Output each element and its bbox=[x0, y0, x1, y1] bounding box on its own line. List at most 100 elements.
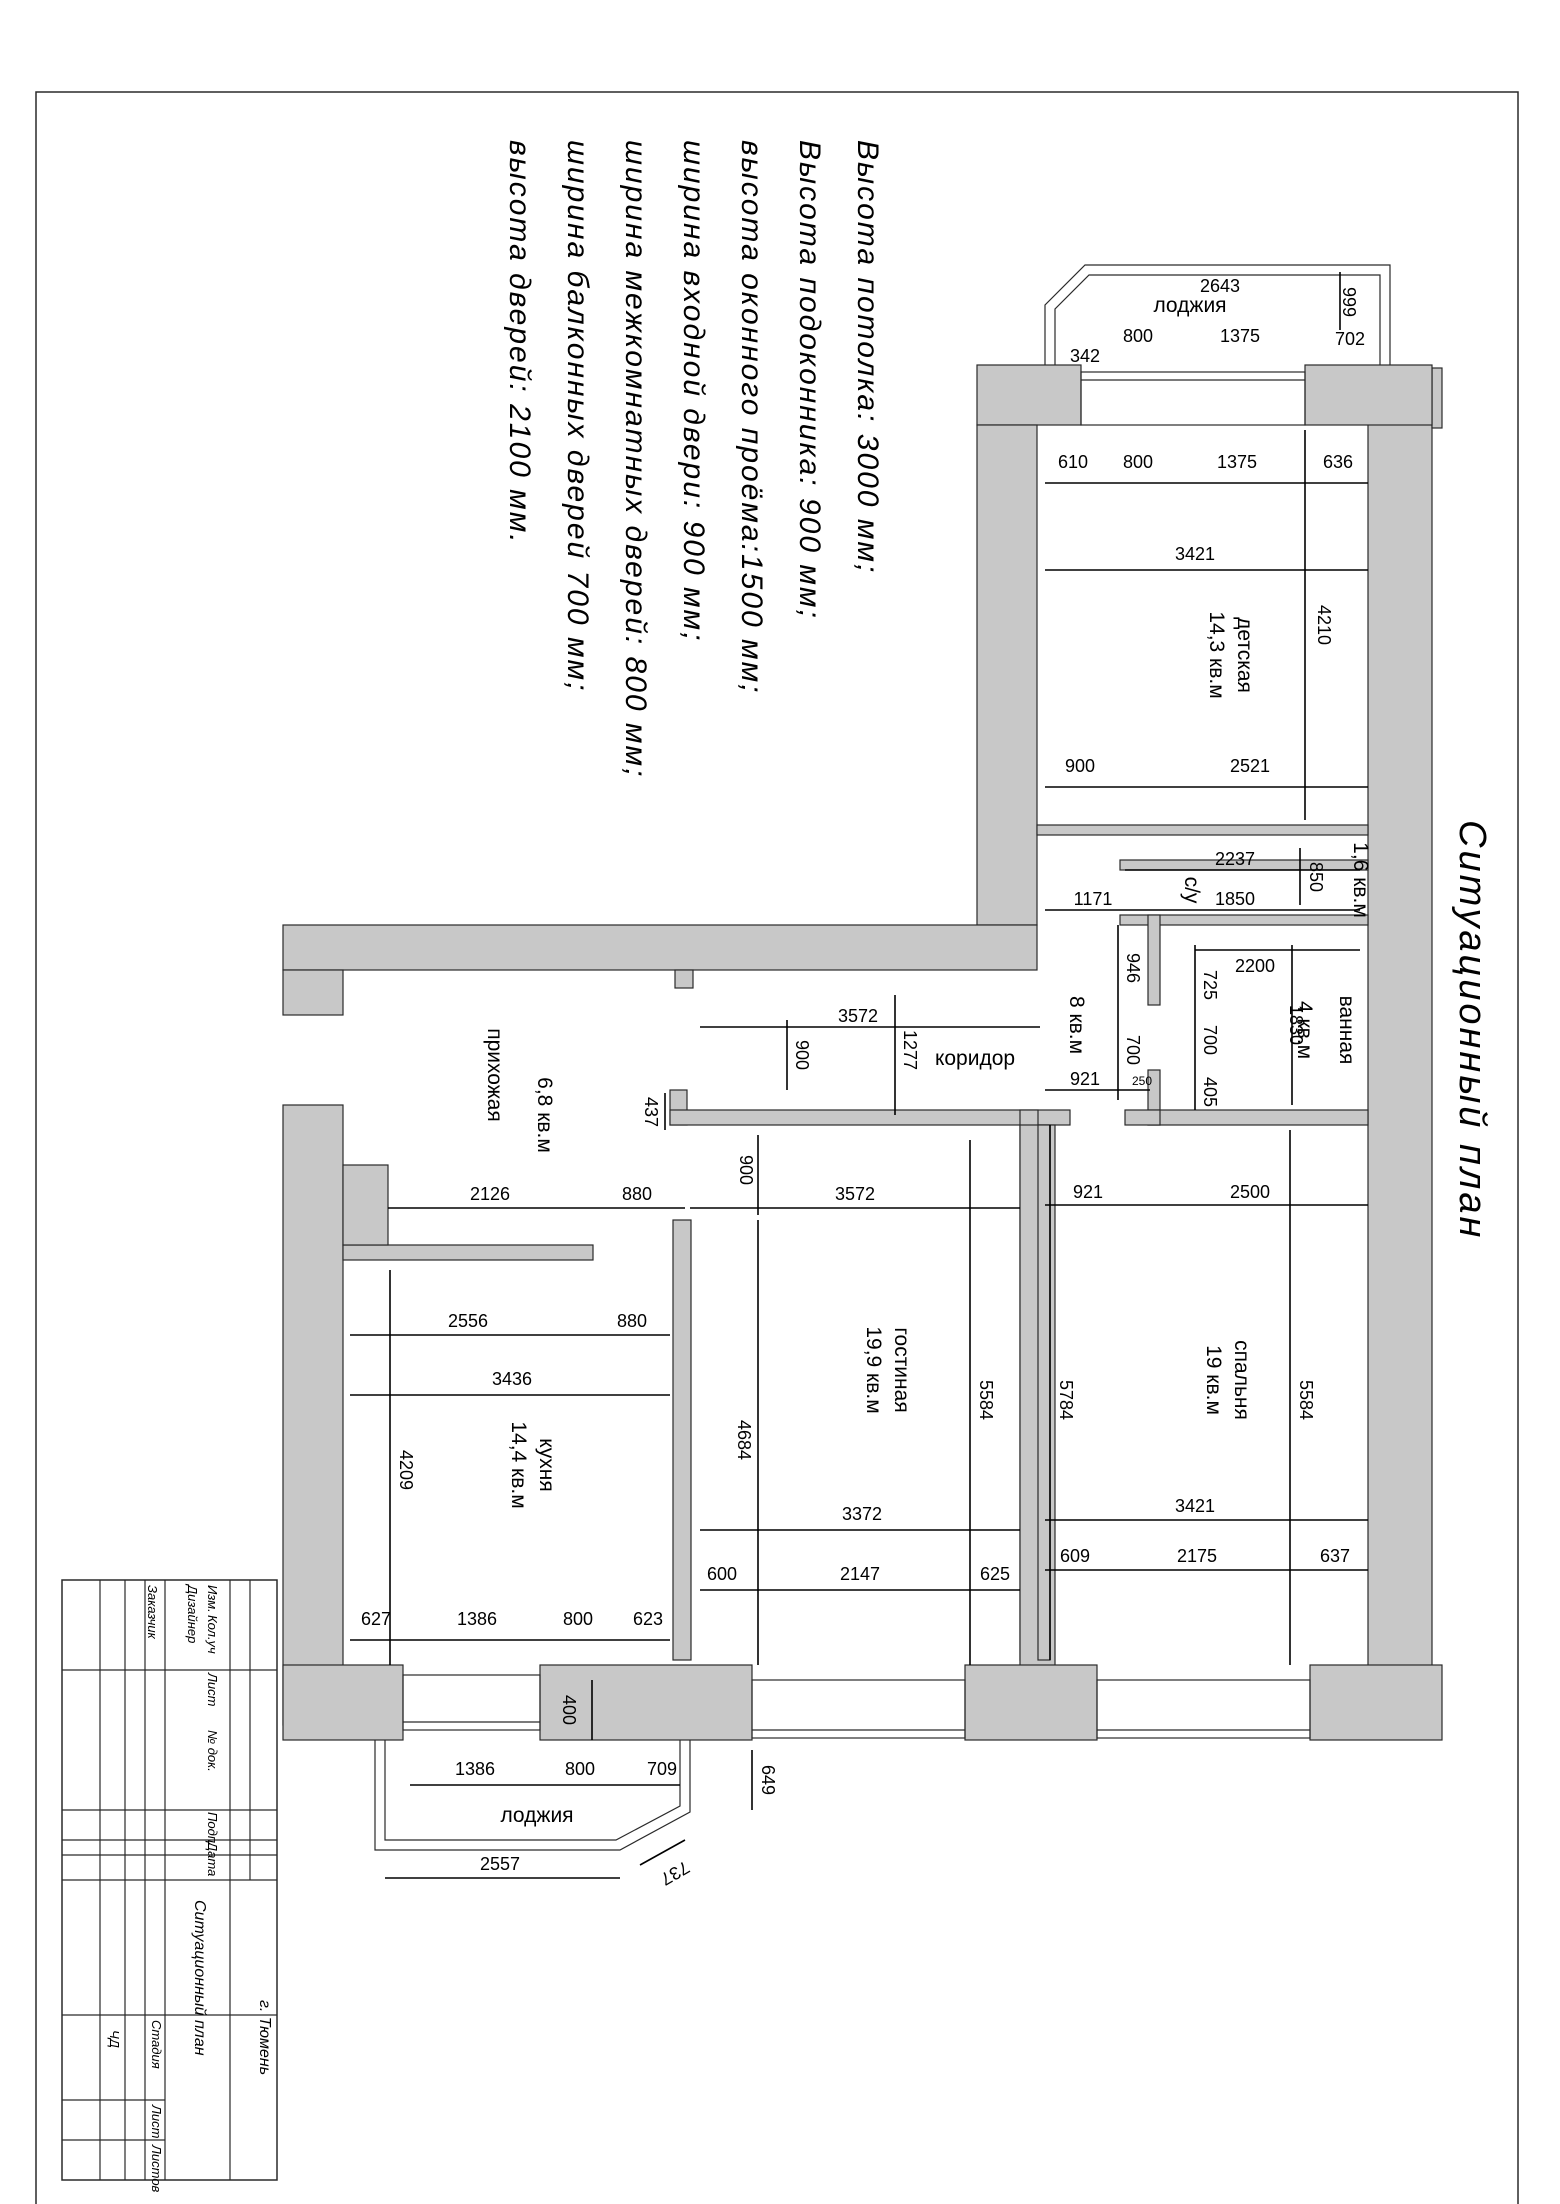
dim-label: 2521 bbox=[1230, 756, 1270, 776]
dim-label: 737 bbox=[657, 1857, 693, 1889]
note-sill: Высота подоконника: 900 мм; bbox=[793, 140, 826, 620]
dim-label: 3421 bbox=[1175, 544, 1215, 564]
dim-label: 3372 bbox=[842, 1504, 882, 1524]
dim-label: 725 bbox=[1200, 970, 1220, 1000]
dim-label: 623 bbox=[633, 1609, 663, 1629]
room-area-spalnya: 19 кв.м bbox=[1202, 1345, 1225, 1415]
room-area-detskaya: 14,3 кв.м bbox=[1205, 611, 1228, 698]
stamp-dizayner: Дизайнер bbox=[185, 1583, 200, 1643]
room-name-loggia-bottom: лоджия bbox=[500, 1804, 573, 1827]
dim-label: 405 bbox=[1200, 1077, 1220, 1107]
dim-label: 4684 bbox=[734, 1420, 754, 1460]
dim-label: 900 bbox=[1065, 756, 1095, 776]
stamp-zakazchik: Заказчик bbox=[145, 1585, 160, 1640]
stamp-plan: Ситуационный план bbox=[191, 1900, 208, 2056]
room-name-koridor: коридор bbox=[935, 1047, 1015, 1070]
dim-label: 625 bbox=[980, 1564, 1010, 1584]
room-area-koridor: 8 кв.м bbox=[1065, 996, 1088, 1054]
page-title: Ситуационный план bbox=[1451, 820, 1493, 1240]
stamp-city: г. Тюмень bbox=[256, 2000, 273, 2075]
dim-label: 342 bbox=[1070, 346, 1100, 366]
dim-label: 900 bbox=[792, 1040, 812, 1070]
windows bbox=[402, 371, 1311, 1739]
stamp-list2: Лист bbox=[149, 2104, 164, 2139]
note-interior-doors: ширина межкомнатных дверей: 800 мм; bbox=[619, 140, 652, 778]
dim-label: 850 bbox=[1306, 862, 1326, 892]
dim-label: 609 bbox=[1060, 1546, 1090, 1566]
room-name-vannaya: ванная bbox=[1335, 996, 1358, 1065]
dim-label: 1386 bbox=[457, 1609, 497, 1629]
dim-label: 4209 bbox=[396, 1450, 416, 1490]
dim-label: 2147 bbox=[840, 1564, 880, 1584]
dim-label: 600 bbox=[707, 1564, 737, 1584]
dim-label: 3572 bbox=[835, 1184, 875, 1204]
room-labels: лоджия детская 14,3 кв.м с/у 1,6 кв.м ва… bbox=[483, 294, 1372, 1827]
dim-label: 2556 bbox=[448, 1311, 488, 1331]
dim-label: 880 bbox=[617, 1311, 647, 1331]
dim-label: 2643 bbox=[1200, 276, 1240, 296]
room-area-prihozhaya: 6,8 кв.м bbox=[533, 1077, 556, 1153]
room-area-vannaya: 4 кв.м bbox=[1293, 1001, 1316, 1059]
dim-label: 5584 bbox=[1296, 1380, 1316, 1420]
stamp-list: Лист bbox=[205, 1672, 220, 1707]
stamp-kol: Кол.уч bbox=[205, 1615, 220, 1654]
notes-block: Высота потолка: 3000 мм; Высота подоконн… bbox=[503, 140, 884, 778]
walls bbox=[282, 364, 1443, 1741]
dim-label: 250 bbox=[1132, 1074, 1152, 1088]
note-entrance-door: ширина входной двери: 900 мм; bbox=[677, 140, 710, 642]
dim-label: 5584 bbox=[976, 1380, 996, 1420]
dim-label: 437 bbox=[641, 1097, 661, 1127]
dim-label: 700 bbox=[1123, 1035, 1143, 1065]
room-name-su: с/у bbox=[1180, 877, 1203, 904]
room-name-prihozhaya: прихожая bbox=[483, 1028, 506, 1122]
note-door-height: высота дверей: 2100 мм. bbox=[503, 140, 536, 545]
dim-label: 880 bbox=[622, 1184, 652, 1204]
stamp-ndok: № док. bbox=[205, 1730, 220, 1772]
dim-label: 5784 bbox=[1056, 1380, 1076, 1420]
dim-label: 900 bbox=[736, 1155, 756, 1185]
room-name-gostinaya: гостиная bbox=[890, 1327, 913, 1412]
dim-label: 3572 bbox=[838, 1006, 878, 1026]
room-name-spalnya: спальня bbox=[1230, 1340, 1253, 1420]
dim-label: 921 bbox=[1073, 1182, 1103, 1202]
room-area-kuhnya: 14,4 кв.м bbox=[507, 1421, 530, 1508]
room-name-kuhnya: кухня bbox=[535, 1438, 558, 1491]
dim-label: 800 bbox=[563, 1609, 593, 1629]
dim-label: 649 bbox=[758, 1765, 778, 1795]
dim-label: 637 bbox=[1320, 1546, 1350, 1566]
dim-label: 1386 bbox=[455, 1759, 495, 1779]
dim-label: 3421 bbox=[1175, 1496, 1215, 1516]
dim-label: 627 bbox=[361, 1609, 391, 1629]
dim-label: 921 bbox=[1070, 1069, 1100, 1089]
room-name-detskaya: детская bbox=[1233, 617, 1256, 693]
dim-label: 610 bbox=[1058, 452, 1088, 472]
note-ceiling: Высота потолка: 3000 мм; bbox=[851, 140, 884, 574]
dim-label: 800 bbox=[565, 1759, 595, 1779]
dim-label: 946 bbox=[1123, 953, 1143, 983]
bottom-loggia-outline bbox=[374, 1740, 691, 1851]
stamp-listov: Листов bbox=[149, 2144, 164, 2193]
top-loggia-outline bbox=[1044, 264, 1391, 365]
dim-label: 1375 bbox=[1220, 326, 1260, 346]
dim-label: 2237 bbox=[1215, 849, 1255, 869]
note-balcony-doors: ширина балконных дверей 700 мм; bbox=[561, 140, 594, 692]
dim-label: 1277 bbox=[900, 1030, 920, 1070]
sheet-frame bbox=[35, 91, 1519, 2204]
dim-label: 400 bbox=[559, 1695, 579, 1725]
dim-label: 2175 bbox=[1177, 1546, 1217, 1566]
dim-label: 4210 bbox=[1314, 605, 1334, 645]
dim-label: 3436 bbox=[492, 1369, 532, 1389]
note-window: высота оконного проёма:1500 мм; bbox=[735, 140, 768, 695]
dim-label: 702 bbox=[1335, 329, 1365, 349]
dim-label: 2557 bbox=[480, 1854, 520, 1874]
dim-label: 1375 bbox=[1217, 452, 1257, 472]
dim-label: 800 bbox=[1123, 452, 1153, 472]
stamp-izm: Изм. bbox=[205, 1585, 220, 1613]
dim-label: 636 bbox=[1323, 452, 1353, 472]
stamp-data: Дата bbox=[205, 1840, 220, 1876]
dim-label: 700 bbox=[1200, 1025, 1220, 1055]
dim-label: 2200 bbox=[1235, 956, 1275, 976]
dim-label: 2500 bbox=[1230, 1182, 1270, 1202]
room-area-gostinaya: 19,9 кв.м bbox=[862, 1326, 885, 1413]
dim-label: 800 bbox=[1123, 326, 1153, 346]
